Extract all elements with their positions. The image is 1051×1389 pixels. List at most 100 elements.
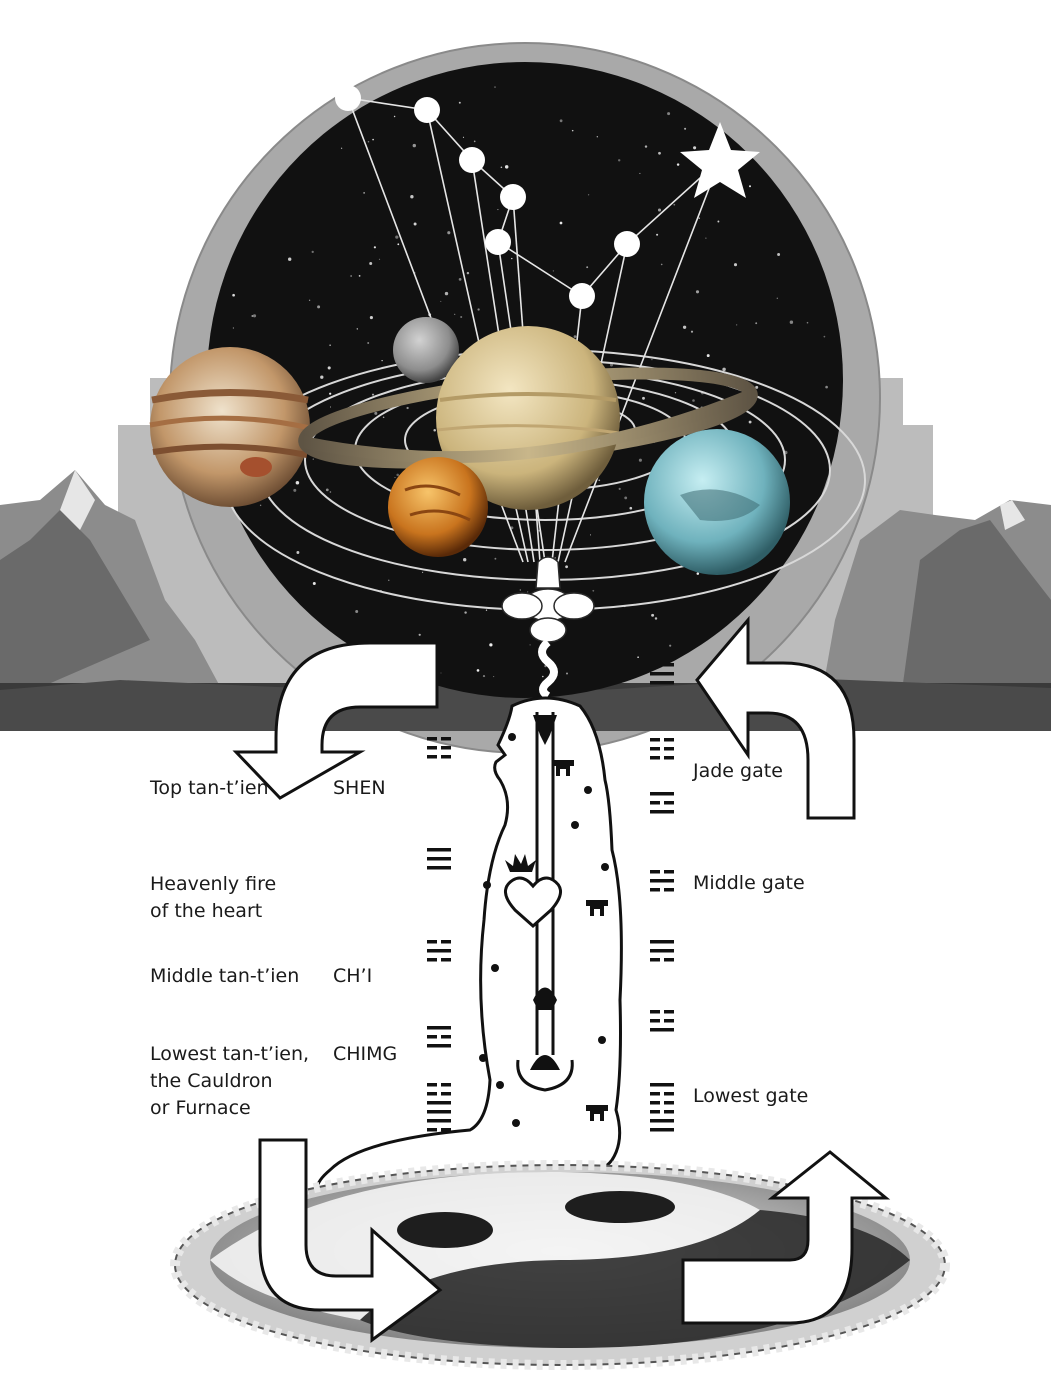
star bbox=[358, 275, 361, 277]
star bbox=[511, 257, 513, 260]
star bbox=[293, 488, 297, 492]
trigram-icon bbox=[650, 1110, 674, 1132]
star bbox=[393, 115, 396, 118]
circulation-arrows bbox=[232, 615, 891, 1343]
star bbox=[658, 151, 661, 155]
star bbox=[565, 565, 568, 569]
label-chimg: CHIMG bbox=[333, 1043, 398, 1065]
star bbox=[519, 589, 521, 591]
star bbox=[559, 119, 563, 123]
star bbox=[329, 344, 331, 346]
rising-vapour bbox=[501, 556, 595, 700]
trigram-icon bbox=[650, 1083, 674, 1105]
star bbox=[232, 293, 235, 297]
star bbox=[736, 324, 738, 326]
star bbox=[776, 297, 778, 299]
star bbox=[356, 328, 358, 330]
star bbox=[667, 112, 671, 116]
star bbox=[460, 315, 463, 319]
star bbox=[682, 325, 687, 329]
star bbox=[693, 146, 697, 150]
star bbox=[586, 266, 589, 269]
label-jade-gate: Jade gate bbox=[693, 760, 783, 782]
trigram-icon bbox=[427, 848, 451, 870]
mountains-right bbox=[820, 500, 1051, 705]
star bbox=[489, 643, 493, 647]
star bbox=[454, 313, 456, 315]
star bbox=[476, 669, 480, 672]
trigram-icon bbox=[427, 737, 451, 759]
star bbox=[654, 617, 658, 620]
trigram-icon bbox=[650, 870, 674, 892]
star bbox=[355, 610, 359, 613]
venus-planet bbox=[388, 457, 488, 557]
star bbox=[566, 672, 568, 675]
star bbox=[589, 534, 592, 536]
star bbox=[394, 477, 396, 478]
star bbox=[552, 270, 555, 272]
star bbox=[673, 203, 676, 206]
gate-icons bbox=[552, 760, 608, 1121]
star bbox=[317, 305, 321, 309]
star bbox=[806, 321, 809, 324]
star bbox=[433, 429, 436, 432]
star bbox=[251, 315, 254, 317]
trigram-icon bbox=[650, 738, 674, 760]
star bbox=[717, 220, 720, 223]
star bbox=[308, 299, 311, 301]
trigram-icon bbox=[427, 1083, 451, 1105]
label-shen: SHEN bbox=[333, 777, 386, 799]
star bbox=[596, 136, 598, 138]
star bbox=[252, 314, 257, 318]
star bbox=[462, 136, 465, 138]
star bbox=[541, 675, 544, 678]
star bbox=[447, 231, 451, 235]
trigram-icon bbox=[427, 1110, 451, 1132]
trigram-icon bbox=[427, 940, 451, 962]
star bbox=[695, 290, 700, 294]
star bbox=[325, 488, 329, 492]
star bbox=[397, 243, 400, 246]
star bbox=[527, 591, 529, 593]
star bbox=[378, 258, 381, 260]
label-top-tantien: Top tan-t’ien bbox=[150, 777, 269, 799]
trigram-icon bbox=[650, 792, 674, 814]
star bbox=[674, 392, 677, 394]
planets bbox=[149, 317, 790, 575]
star bbox=[369, 316, 373, 320]
star bbox=[373, 246, 376, 249]
star bbox=[494, 557, 497, 560]
saturn-planet bbox=[298, 326, 758, 510]
star bbox=[529, 644, 531, 646]
star bbox=[482, 675, 486, 678]
label-lowest-tantien: Lowest tan-t’ien, the Cauldron or Furnac… bbox=[150, 1043, 310, 1119]
star bbox=[500, 166, 503, 169]
star bbox=[477, 308, 480, 311]
star bbox=[329, 491, 332, 493]
star bbox=[418, 633, 421, 636]
meditating-figure bbox=[315, 696, 623, 1207]
star bbox=[369, 262, 373, 265]
star bbox=[395, 235, 399, 239]
star bbox=[382, 416, 385, 419]
star bbox=[609, 363, 614, 367]
star bbox=[722, 367, 726, 372]
star bbox=[690, 330, 694, 333]
star bbox=[340, 147, 343, 149]
mountains-left bbox=[0, 470, 230, 705]
trigram-icon bbox=[650, 663, 674, 685]
arrow-top-right bbox=[695, 615, 856, 820]
star bbox=[656, 233, 659, 236]
star bbox=[554, 557, 556, 559]
star bbox=[485, 609, 488, 611]
star bbox=[692, 399, 695, 402]
star bbox=[295, 481, 300, 485]
star bbox=[749, 185, 751, 188]
jupiter-planet bbox=[149, 347, 311, 507]
star bbox=[458, 101, 461, 104]
arrow-bottom-right bbox=[681, 1150, 891, 1325]
star bbox=[367, 140, 370, 143]
pole-star-icon bbox=[680, 122, 760, 198]
star bbox=[367, 342, 370, 344]
